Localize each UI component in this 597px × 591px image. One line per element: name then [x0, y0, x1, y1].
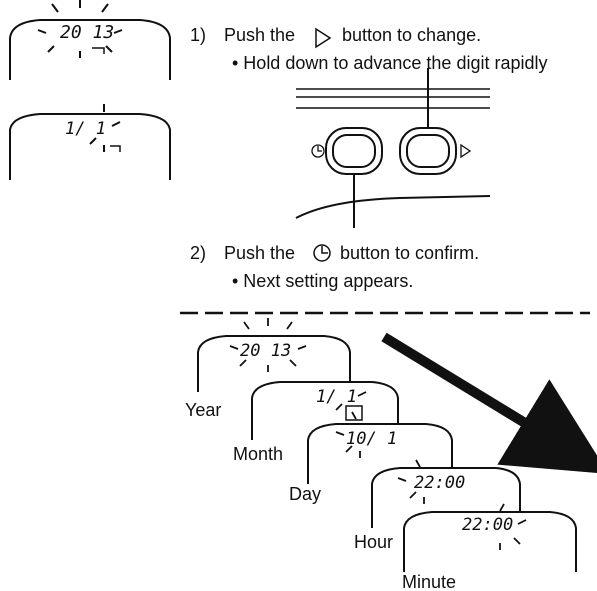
sequence-label-day: Day [289, 484, 321, 504]
side-display-year: 20 13 [9, 0, 171, 80]
step1-text-before: Push the [224, 25, 295, 45]
sequence-display-value: 10/ 1 [346, 429, 397, 449]
sequence-label-hour: Hour [354, 532, 393, 552]
blink-marks-icon [89, 104, 121, 152]
progression-arrow [381, 332, 597, 475]
sequence-label-month: Month [233, 444, 283, 464]
blink-marks-icon [37, 0, 123, 58]
sequence-display-year: 20 13 [197, 318, 351, 392]
device-illustration [295, 68, 491, 228]
side-display-month: 1/ 1 [9, 104, 171, 180]
sequence-display-value: 20 13 [240, 341, 291, 361]
clock-icon [313, 244, 331, 262]
clock-icon [311, 144, 325, 158]
sequence-label-year: Year [185, 400, 221, 420]
sequence-display-minute: 22:00 [403, 503, 577, 572]
blink-marks-icon [397, 459, 425, 504]
sequence-display-value: 22:00 [462, 515, 513, 535]
step1-number: 1) [190, 25, 206, 45]
step1-bullet: • Hold down to advance the digit rapidly [232, 53, 548, 73]
sequence-label-minute: Minute [402, 572, 456, 591]
blink-marks-icon [229, 318, 307, 372]
step1-text-after: button to change. [342, 25, 481, 45]
side-display-month-value: 1/ 1 [65, 119, 106, 139]
step2-text-after: button to confirm. [340, 243, 479, 263]
step2-bullet: • Next setting appears. [232, 271, 413, 291]
blink-marks-icon [499, 503, 527, 550]
triangle-right-icon [315, 27, 332, 49]
blink-marks-icon [335, 370, 367, 411]
advance-button[interactable] [399, 127, 457, 175]
step2-number: 2) [190, 243, 206, 263]
triangle-right-icon [460, 143, 472, 159]
sequence-display-value: 22:00 [414, 473, 465, 493]
sequence-display-value: 1/ 1 [316, 387, 357, 407]
clock-button[interactable] [325, 127, 383, 175]
side-display-year-value: 20 13 [60, 22, 114, 43]
blink-marks-icon [335, 411, 361, 458]
step2-text-before: Push the [224, 243, 295, 263]
